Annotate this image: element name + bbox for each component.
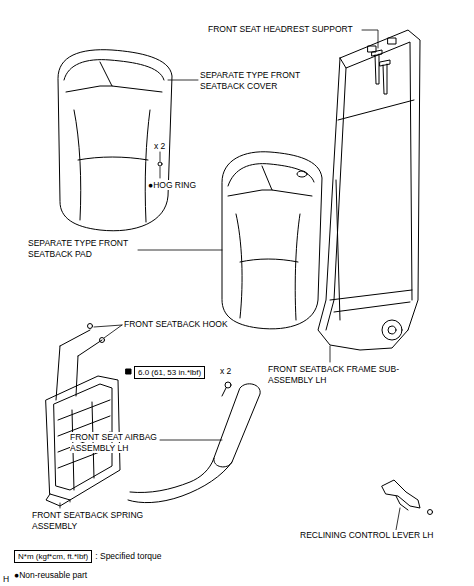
label-text: FRONT SEATBACK SPRING ASSEMBLY xyxy=(32,510,143,531)
label-text: RECLINING CONTROL LEVER LH xyxy=(300,530,433,540)
label-text: FRONT SEAT HEADREST SUPPORT xyxy=(208,24,353,34)
torque-box: 6.0 (61, 53 in.*lbf) xyxy=(134,366,205,379)
part-label: ●Non-reusable part xyxy=(14,570,87,581)
part-label: FRONT SEAT AIRBAG ASSEMBLY LH xyxy=(70,432,162,454)
part-label: x 2 xyxy=(154,141,165,152)
torque-symbol xyxy=(126,369,131,374)
part-label: FRONT SEAT HEADREST SUPPORT xyxy=(208,24,353,35)
torque-value: N*m (kgf*cm, ft.*lbf) xyxy=(18,552,88,561)
leader-lines xyxy=(60,30,400,530)
label-text: ●Non-reusable part xyxy=(14,570,87,580)
torque-value: 6.0 (61, 53 in.*lbf) xyxy=(138,368,201,377)
label-text: H xyxy=(3,574,9,584)
part-label: SEPARATE TYPE FRONT SEATBACK PAD xyxy=(28,238,138,260)
spring-assembly xyxy=(46,330,120,506)
airbag-assembly xyxy=(128,382,260,503)
hog-ring xyxy=(158,162,162,166)
part-label: FRONT SEATBACK HOOK xyxy=(124,319,228,330)
label-text: : Specified torque xyxy=(95,551,161,561)
seatback-pad xyxy=(222,152,322,329)
label-text: x 2 xyxy=(220,366,231,376)
label-text: FRONT SEAT AIRBAG ASSEMBLY LH xyxy=(70,432,157,453)
part-label: FRONT SEATBACK FRAME SUB-ASSEMBLY LH xyxy=(268,364,408,386)
seatback-frame xyxy=(318,30,420,350)
reclining-lever xyxy=(382,480,433,515)
seatback-cover xyxy=(58,50,172,231)
headrest-support xyxy=(372,50,390,94)
label-text: ●HOG RING xyxy=(148,180,196,190)
part-label: H xyxy=(3,574,9,585)
part-label: RECLINING CONTROL LEVER LH xyxy=(300,530,433,541)
label-text: FRONT SEATBACK HOOK xyxy=(124,319,228,329)
part-label: SEPARATE TYPE FRONT SEATBACK COVER xyxy=(200,70,312,92)
part-label: ●HOG RING xyxy=(148,180,196,191)
part-label: : Specified torque xyxy=(95,551,161,562)
label-text: SEPARATE TYPE FRONT SEATBACK PAD xyxy=(28,238,128,259)
label-text: x 2 xyxy=(154,141,165,151)
part-label: FRONT SEATBACK SPRING ASSEMBLY xyxy=(32,510,158,532)
part-label: x 2 xyxy=(220,366,231,377)
torque-box: N*m (kgf*cm, ft.*lbf) xyxy=(14,550,92,563)
label-text: SEPARATE TYPE FRONT SEATBACK COVER xyxy=(200,70,300,91)
label-text: FRONT SEATBACK FRAME SUB-ASSEMBLY LH xyxy=(268,364,399,385)
